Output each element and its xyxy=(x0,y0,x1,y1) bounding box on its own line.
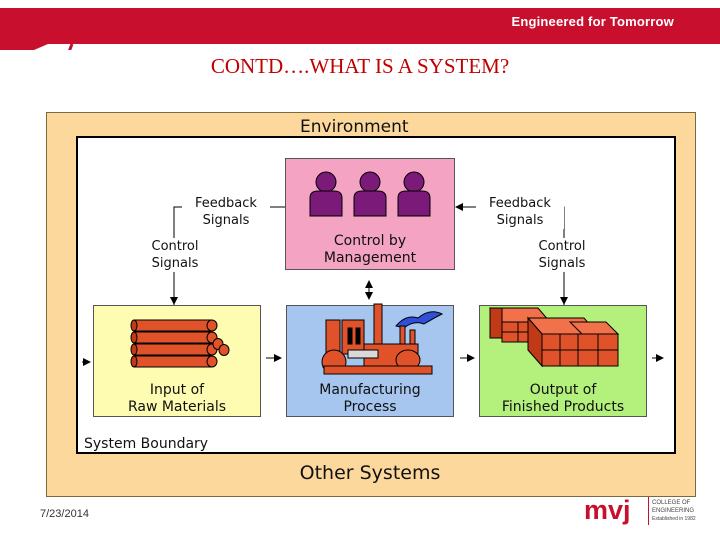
managers-icon xyxy=(309,171,431,217)
logs-icon xyxy=(130,319,230,368)
factory-icon xyxy=(321,303,444,375)
environment-label: Environment xyxy=(300,117,409,137)
header-banner xyxy=(0,0,720,50)
mvj-college-logo: mvj COLLEGE OF ENGINEERING Established i… xyxy=(584,495,696,525)
system-boundary-label: System Boundary xyxy=(84,436,209,452)
process-label: Manufacturing Process xyxy=(319,382,421,415)
management-label: Control by Management xyxy=(323,233,417,266)
logo-line-3: Established in 1982 xyxy=(652,516,696,522)
crates-icon xyxy=(488,307,620,368)
logo-line-2: ENGINEERING xyxy=(652,508,694,514)
input-label: Input of Raw Materials xyxy=(127,382,227,415)
feedback-right-label: Feedback Signals xyxy=(476,195,564,229)
output-label: Output of Finished Products xyxy=(501,382,625,415)
logo-mark: mvj xyxy=(584,495,631,525)
control-right-label: Control Signals xyxy=(519,238,605,272)
slide-date: 7/23/2014 xyxy=(40,508,89,520)
slide-title: CONTD….WHAT IS A SYSTEM? xyxy=(210,54,510,78)
brand-tagline: Engineered for Tomorrow xyxy=(511,14,674,29)
control-left-label: Control Signals xyxy=(132,238,218,272)
logo-line-1: COLLEGE OF xyxy=(652,500,691,506)
other-systems-label: Other Systems xyxy=(299,462,441,484)
feedback-left-label: Feedback Signals xyxy=(182,195,270,229)
